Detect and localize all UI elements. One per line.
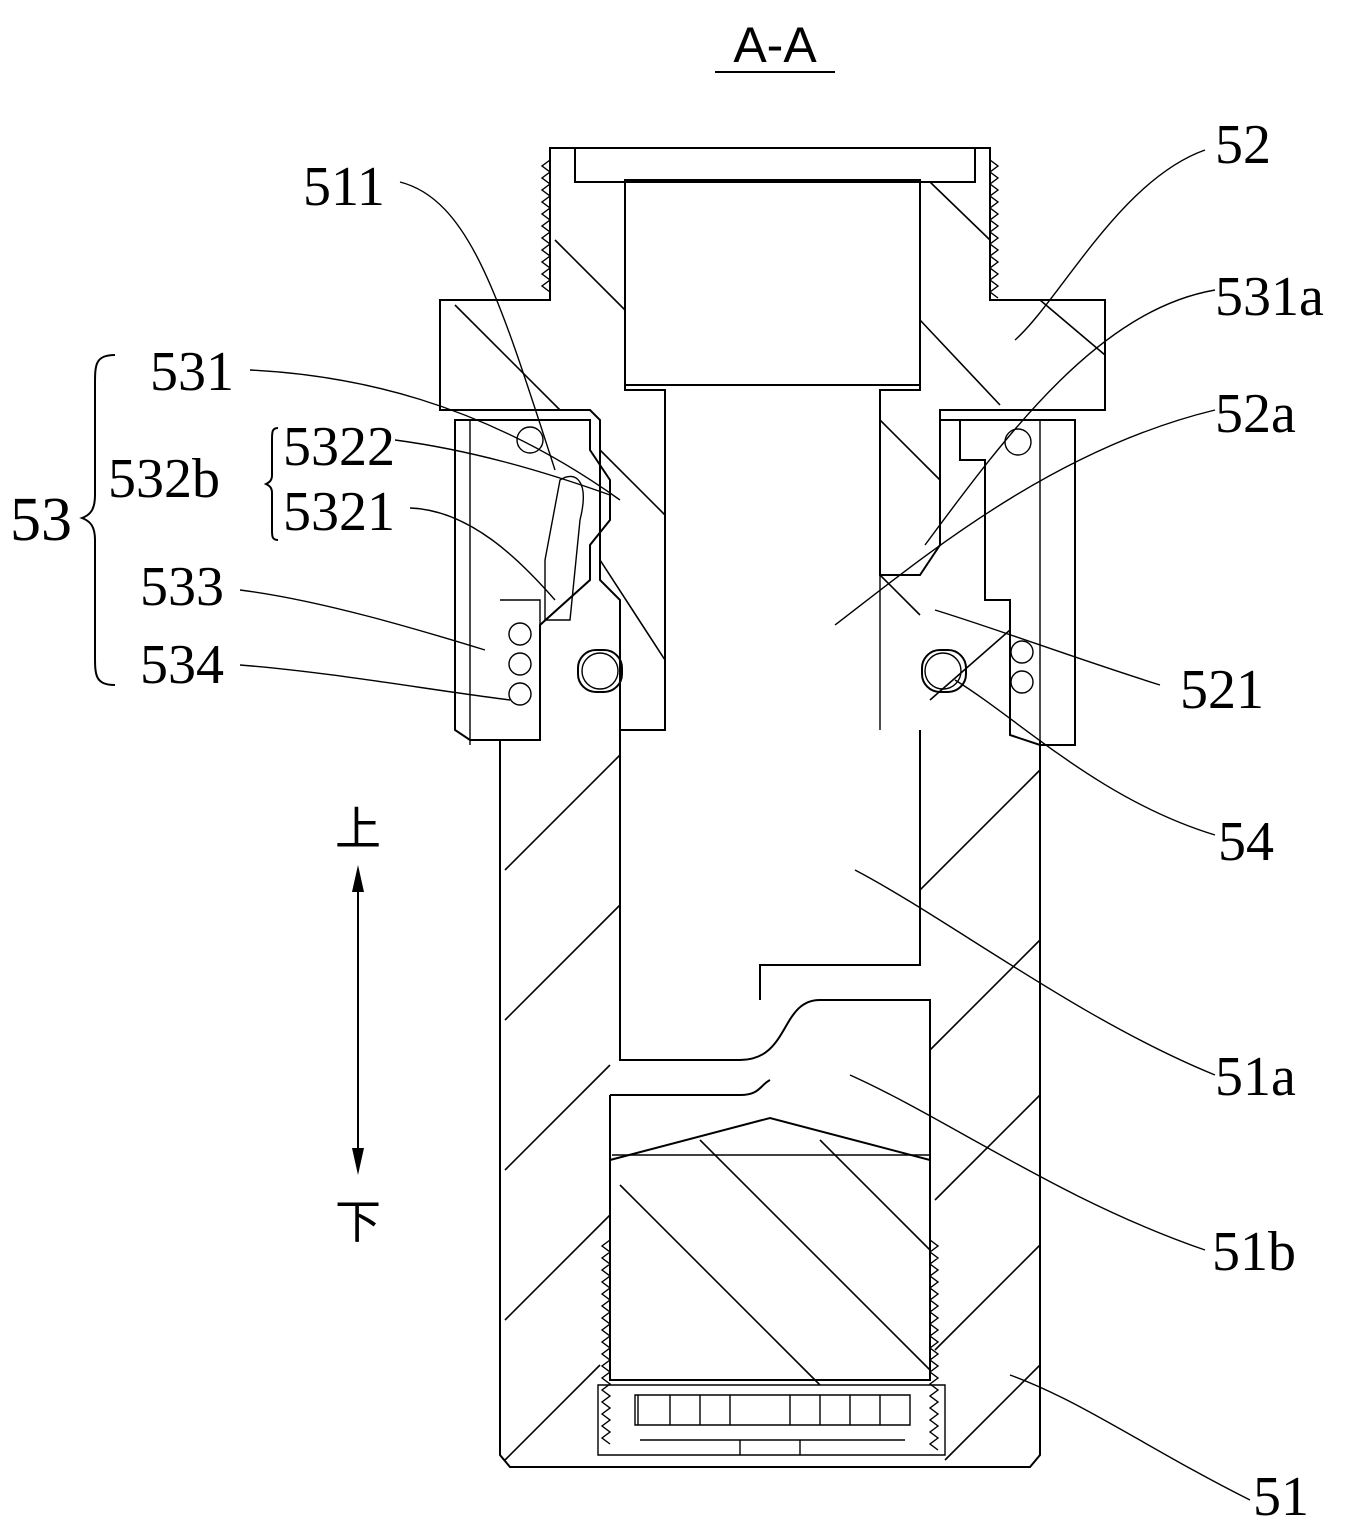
direction-arrow [352, 865, 364, 1175]
brace-53 [79, 354, 116, 686]
label-511: 511 [303, 156, 385, 218]
part-52 [439, 147, 1106, 731]
seal-54 [577, 649, 967, 693]
label-534: 534 [140, 634, 224, 696]
leader-lines [239, 149, 1251, 1501]
label-5321: 5321 [283, 481, 395, 543]
label-52: 52 [1215, 114, 1271, 176]
label-51: 51 [1253, 1466, 1309, 1523]
brace-532b [263, 427, 279, 541]
part-53-right [940, 419, 1076, 746]
label-531: 531 [150, 341, 234, 403]
label-51a: 51a [1215, 1046, 1296, 1108]
label-54: 54 [1218, 811, 1274, 873]
direction-down-label: 下 [335, 1195, 381, 1249]
part-51b [597, 1116, 946, 1456]
direction-up-label: 上 [335, 802, 381, 856]
label-533: 533 [140, 556, 224, 618]
section-title: A-A [733, 17, 817, 73]
part-51 [499, 629, 1041, 1468]
label-532b: 532b [108, 448, 220, 510]
label-53: 53 [10, 486, 72, 554]
label-52a: 52a [1215, 383, 1296, 445]
label-51b: 51b [1212, 1221, 1296, 1283]
label-521: 521 [1180, 659, 1264, 721]
label-5322: 5322 [283, 416, 395, 478]
label-531a: 531a [1215, 266, 1324, 328]
